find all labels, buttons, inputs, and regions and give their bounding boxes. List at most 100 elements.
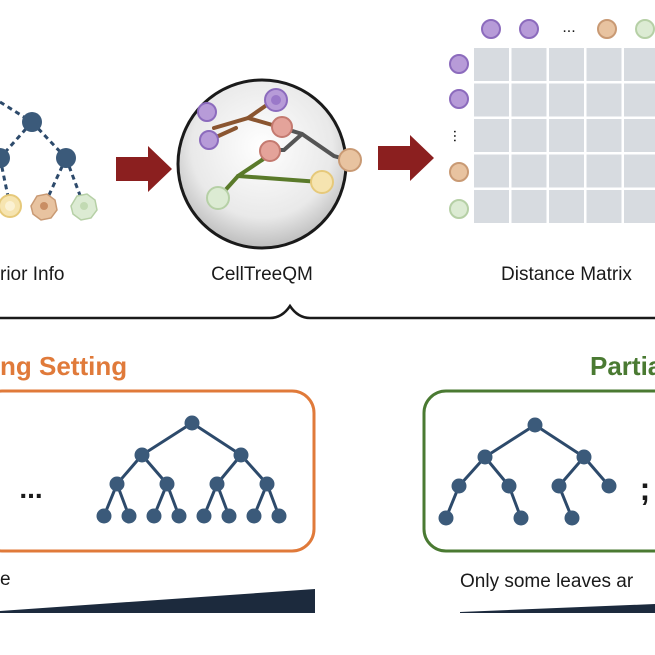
tree-node xyxy=(209,476,225,492)
setting-heading: ng Setting xyxy=(0,351,127,381)
arrow-icon xyxy=(116,146,172,192)
partial-tree xyxy=(438,417,617,526)
matrix-cell xyxy=(549,119,584,152)
matrix-cell xyxy=(511,48,547,81)
cell-green-icon xyxy=(635,19,655,39)
matrix-cell xyxy=(549,83,584,117)
tree-node xyxy=(271,508,287,524)
arrow-icon xyxy=(378,135,434,181)
matrix-cell xyxy=(474,119,509,152)
cell-pink-icon xyxy=(259,140,281,162)
cell-green-icon xyxy=(206,186,230,210)
cell-yellow-icon xyxy=(310,170,334,194)
matrix-cell xyxy=(474,154,509,188)
tree-node xyxy=(109,476,125,492)
matrix-cell xyxy=(624,83,655,117)
matrix-cell xyxy=(586,119,622,152)
matrix-cell xyxy=(586,48,622,81)
cell-pink-icon xyxy=(271,116,293,138)
matrix-cell xyxy=(511,119,547,152)
tree-node xyxy=(196,508,212,524)
tree-node xyxy=(56,148,76,168)
prior-info-tree xyxy=(0,100,98,221)
cell-purple-icon xyxy=(449,89,469,109)
full-tree xyxy=(96,415,287,524)
semicolon-symbol: ; xyxy=(640,471,651,507)
cell-green-icon xyxy=(70,193,98,221)
tree-edge xyxy=(534,423,585,459)
tree-node xyxy=(438,510,454,526)
matrix-cell xyxy=(549,154,584,188)
setting-panel xyxy=(0,389,316,553)
cell-purple-icon xyxy=(264,88,288,112)
tree-node xyxy=(527,417,543,433)
matrix-cell xyxy=(624,48,655,81)
tree-node xyxy=(477,449,493,465)
cell-orange-icon xyxy=(338,148,362,172)
tree-node xyxy=(96,508,112,524)
cell-purple-icon xyxy=(519,19,539,39)
ellipsis-symbol: ... xyxy=(19,473,42,504)
matrix-cell xyxy=(549,190,584,223)
matrix-cell xyxy=(586,190,622,223)
tree-node xyxy=(451,478,467,494)
tree-node xyxy=(0,148,10,168)
matrix-cell xyxy=(511,154,547,188)
matrix-cell xyxy=(624,154,655,188)
tree-node xyxy=(184,415,200,431)
matrix-cell xyxy=(474,190,509,223)
right-caption: Only some leaves ar xyxy=(460,571,634,592)
cell-orange-icon xyxy=(597,19,617,39)
tree-edge xyxy=(141,421,193,457)
tree-edge xyxy=(484,423,536,459)
tree-node xyxy=(601,478,617,494)
tree-node xyxy=(159,476,175,492)
distance-matrix: ... ... xyxy=(449,19,655,230)
tree-node xyxy=(501,478,517,494)
distance-matrix-label: Distance Matrix xyxy=(501,264,632,285)
partial-panel xyxy=(422,389,655,553)
cell-purple-icon xyxy=(449,54,469,74)
tree-node xyxy=(121,508,137,524)
cell-orange-icon xyxy=(30,193,58,221)
cell-green-icon xyxy=(449,199,469,219)
cell-purple-icon xyxy=(481,19,501,39)
tree-node xyxy=(146,508,162,524)
tree-node xyxy=(259,476,275,492)
matrix-grid xyxy=(474,48,655,223)
matrix-cell xyxy=(474,83,509,117)
tree-node xyxy=(576,449,592,465)
tree-node xyxy=(221,508,237,524)
tree-node xyxy=(134,447,150,463)
tree-node xyxy=(246,508,262,524)
tree-node xyxy=(551,478,567,494)
tree-node xyxy=(564,510,580,526)
cell-purple-icon xyxy=(197,102,217,122)
matrix-cell xyxy=(474,48,509,81)
matrix-cell xyxy=(549,48,584,81)
left-caption: e xyxy=(0,569,11,590)
matrix-cell xyxy=(511,190,547,223)
matrix-cell xyxy=(511,83,547,117)
tree-node xyxy=(22,112,42,132)
matrix-cell xyxy=(586,83,622,117)
tree-node xyxy=(171,508,187,524)
ellipsis-symbol: ... xyxy=(562,19,575,36)
celltreeqm-label: CellTreeQM xyxy=(211,264,313,285)
partial-heading: Partia xyxy=(590,351,655,381)
cell-purple-icon xyxy=(199,130,219,150)
matrix-cell xyxy=(624,190,655,223)
left-ramp xyxy=(0,589,315,613)
cell-orange-icon xyxy=(449,162,469,182)
tree-edge xyxy=(191,421,242,457)
ellipsis-symbol: ... xyxy=(450,129,467,142)
celltreeqm-sphere xyxy=(176,78,362,250)
right-ramp xyxy=(460,604,655,613)
prior-info-label: rior Info xyxy=(0,264,64,285)
tree-node xyxy=(233,447,249,463)
matrix-cell xyxy=(624,119,655,152)
matrix-cell xyxy=(586,154,622,188)
tree-node xyxy=(513,510,529,526)
brace xyxy=(0,303,655,320)
